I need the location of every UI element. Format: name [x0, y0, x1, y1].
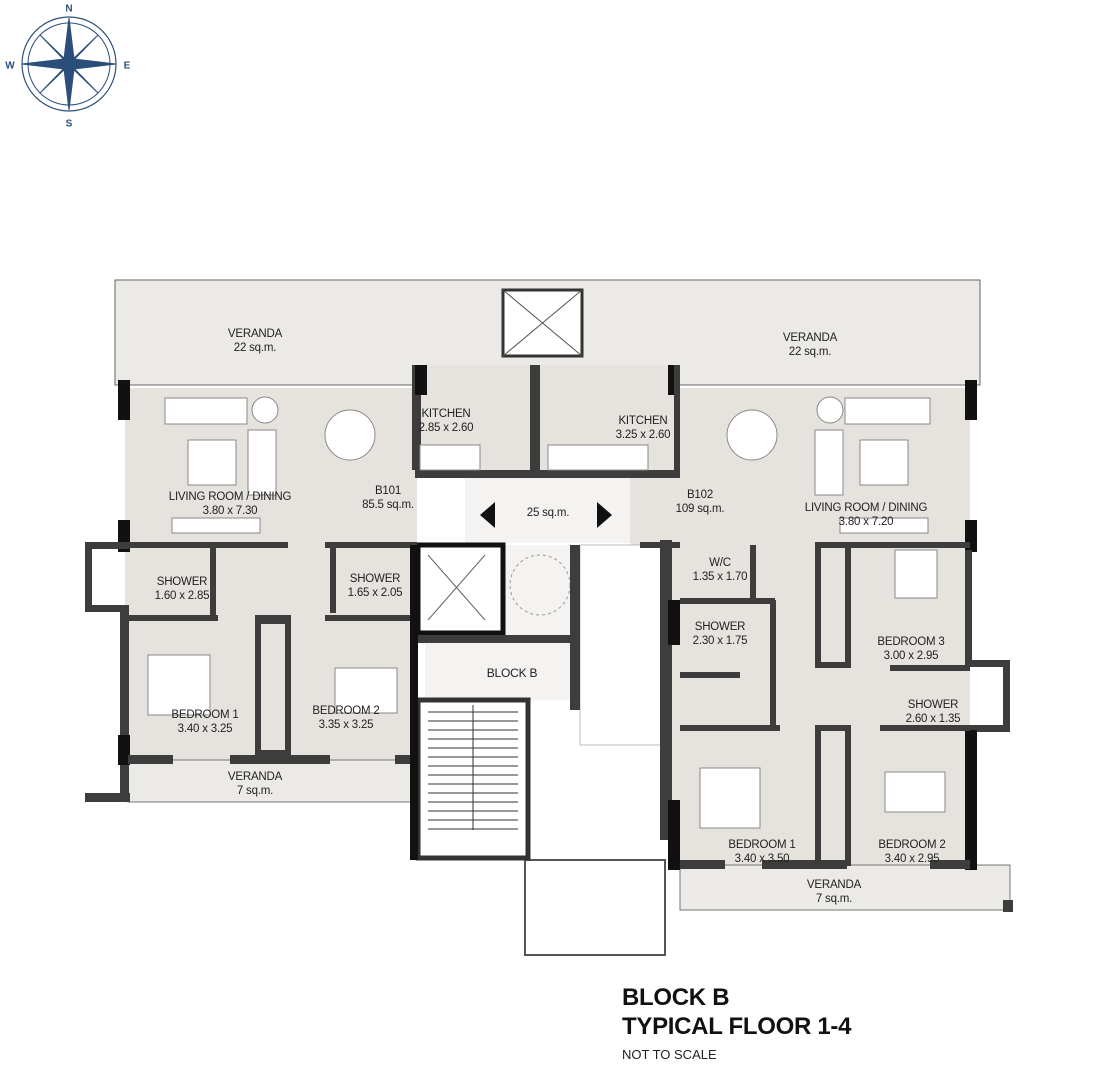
- block-label: BLOCK B: [486, 666, 538, 680]
- walls: [85, 365, 1013, 912]
- elevator: [415, 542, 506, 636]
- compass-east: E: [123, 60, 131, 72]
- compass-north: N: [65, 3, 73, 15]
- b102-veranda-bottom: [679, 864, 1011, 911]
- compass-west: W: [5, 60, 15, 72]
- compass-south: S: [65, 118, 73, 130]
- arrow-left-icon: [480, 502, 495, 528]
- furniture: [147, 396, 946, 829]
- arrow-right-icon: [597, 502, 612, 528]
- scale-note: NOT TO SCALE: [622, 1047, 717, 1062]
- b101-veranda-bottom: [127, 759, 417, 803]
- compass-rose-icon: [21, 16, 117, 112]
- staircase: [415, 697, 531, 861]
- lobby-area: 25 sq.m.: [526, 507, 570, 519]
